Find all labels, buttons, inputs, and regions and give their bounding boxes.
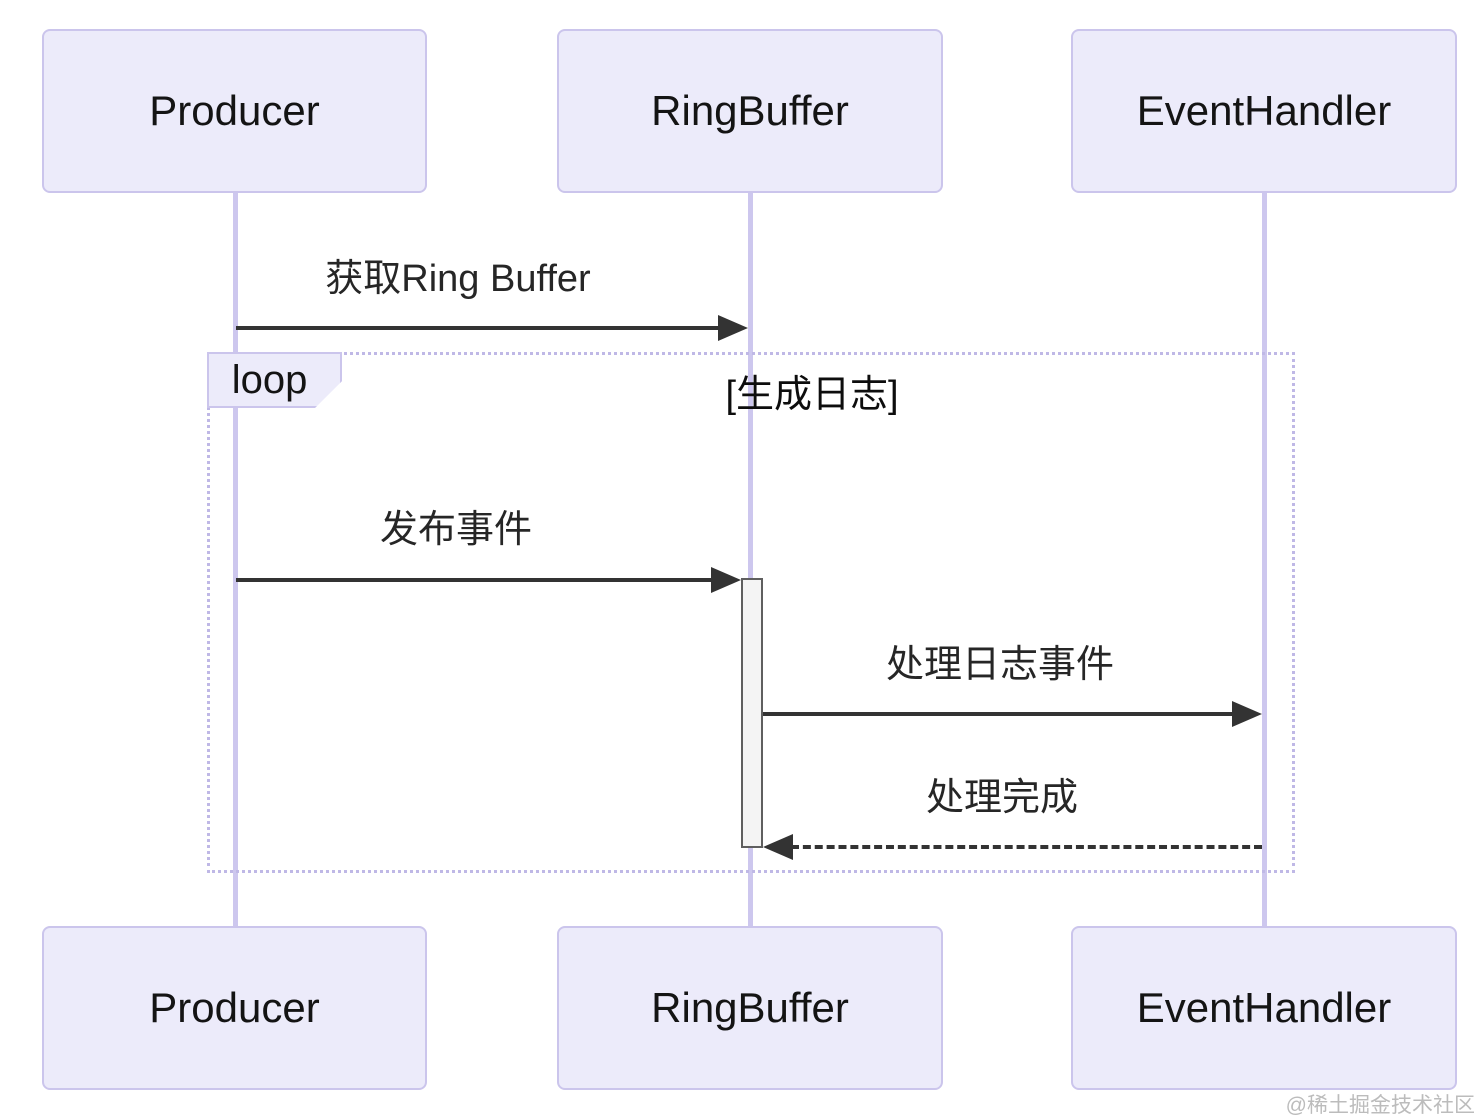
actor-label-producer-bottom: Producer <box>149 984 320 1031</box>
actor-label-ringbuffer-bottom: RingBuffer <box>651 984 849 1031</box>
message-1-line <box>236 326 720 330</box>
message-3-arrowhead <box>1232 701 1262 727</box>
actor-top-producer: Producer <box>42 29 427 193</box>
message-1-label: 获取Ring Buffer <box>325 258 591 300</box>
actor-label-producer: Producer <box>149 87 320 134</box>
loop-keyword-tab: loop <box>207 352 342 408</box>
message-4-line <box>791 845 1262 849</box>
message-2-arrowhead <box>711 567 741 593</box>
message-4-arrowhead <box>763 834 793 860</box>
message-2-label: 发布事件 <box>379 509 533 551</box>
message-1-arrowhead <box>718 315 748 341</box>
actor-bottom-producer: Producer <box>42 926 427 1090</box>
message-4-label: 处理完成 <box>925 777 1079 819</box>
lifeline-producer <box>233 193 238 926</box>
message-3-line <box>763 712 1234 716</box>
loop-keyword-label: loop <box>231 357 308 402</box>
activation-bar-ringbuffer <box>741 578 763 848</box>
actor-label-eventhandler-bottom: EventHandler <box>1136 984 1392 1031</box>
loop-condition-label: [生成日志] <box>725 374 899 416</box>
actor-label-eventhandler: EventHandler <box>1136 87 1392 134</box>
lifeline-ringbuffer <box>748 193 753 926</box>
actor-label-ringbuffer: RingBuffer <box>651 87 849 134</box>
loop-frame <box>207 352 1295 873</box>
actor-top-eventhandler: EventHandler <box>1071 29 1457 193</box>
lifeline-eventhandler <box>1262 193 1267 926</box>
message-2-line <box>236 578 713 582</box>
watermark-text: @稀土掘金技术社区 <box>1285 1094 1475 1117</box>
actor-top-ringbuffer: RingBuffer <box>557 29 943 193</box>
actor-bottom-eventhandler: EventHandler <box>1071 926 1457 1090</box>
message-3-label: 处理日志事件 <box>885 644 1115 686</box>
actor-bottom-ringbuffer: RingBuffer <box>557 926 943 1090</box>
